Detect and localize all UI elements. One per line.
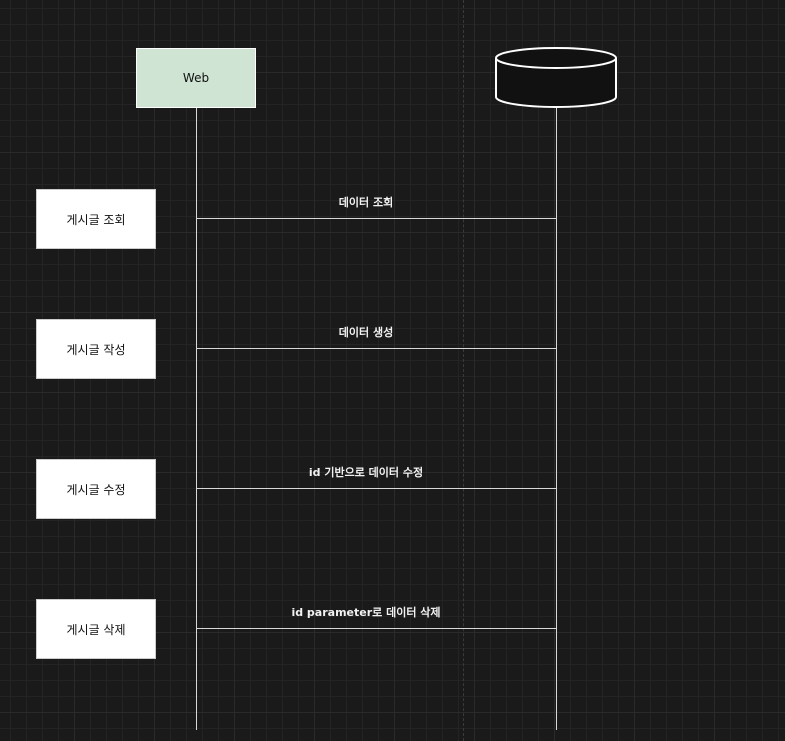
web-participant[interactable]: Web bbox=[136, 48, 256, 108]
web-lifeline bbox=[196, 108, 197, 730]
action-label: 게시글 삭제 bbox=[66, 622, 126, 637]
web-participant-label: Web bbox=[182, 71, 210, 85]
action-box-create-post[interactable]: 게시글 작성 bbox=[36, 319, 156, 379]
action-label: 게시글 조회 bbox=[66, 212, 126, 227]
action-box-delete-post[interactable]: 게시글 삭제 bbox=[36, 599, 156, 659]
message-label-create-data: 데이터 생성 bbox=[338, 326, 394, 339]
page-divider bbox=[463, 0, 464, 741]
action-box-update-post[interactable]: 게시글 수정 bbox=[36, 459, 156, 519]
message-line-update-data[interactable] bbox=[196, 488, 556, 489]
database-lifeline bbox=[556, 108, 557, 730]
message-line-delete-data[interactable] bbox=[196, 628, 556, 629]
message-label-delete-data: id parameter로 데이터 삭제 bbox=[291, 606, 441, 619]
message-line-create-data[interactable] bbox=[196, 348, 556, 349]
message-line-read-data[interactable] bbox=[196, 218, 556, 219]
message-label-update-data: id 기반으로 데이터 수정 bbox=[308, 466, 424, 479]
action-label: 게시글 수정 bbox=[66, 482, 126, 497]
database-cylinder-icon[interactable] bbox=[495, 47, 617, 113]
message-label-read-data: 데이터 조회 bbox=[338, 196, 394, 209]
action-box-read-post[interactable]: 게시글 조회 bbox=[36, 189, 156, 249]
action-label: 게시글 작성 bbox=[66, 342, 126, 357]
